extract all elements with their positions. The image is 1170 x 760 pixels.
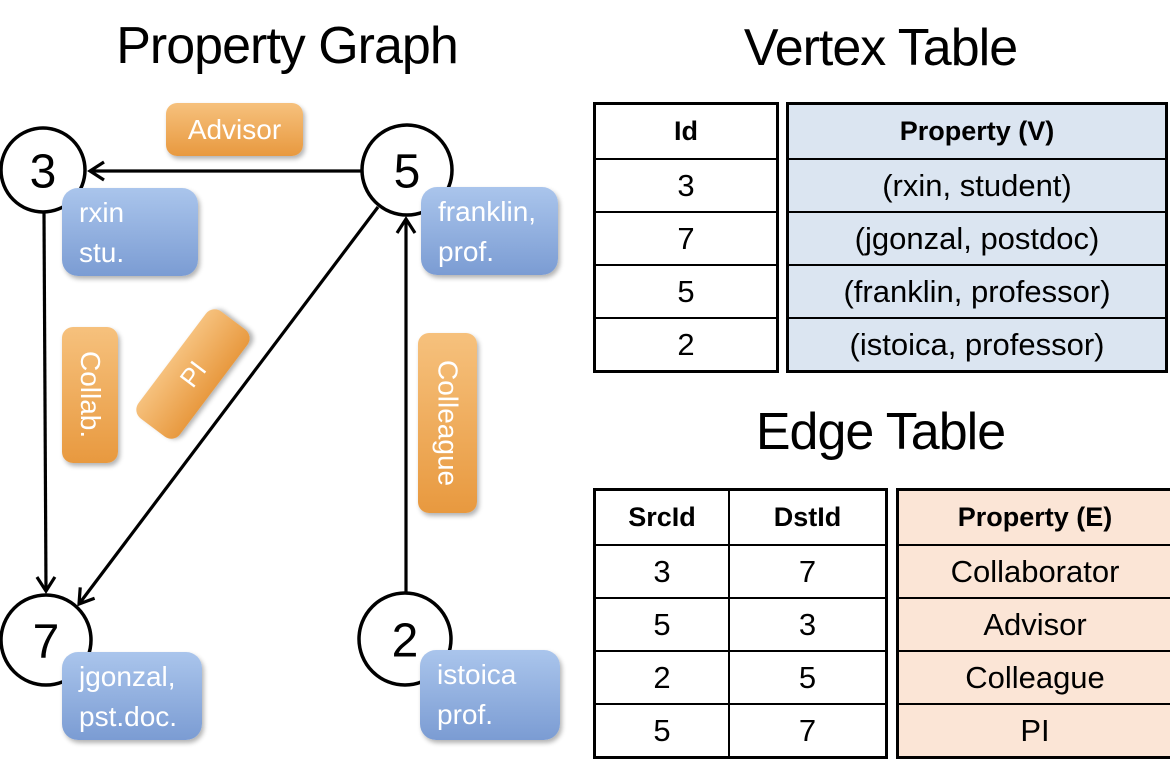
vertex-props-3-line2: stu. [79, 237, 125, 268]
edge-table-header-dstid: DstId [728, 491, 885, 544]
edge-table: SrcId DstId 3 7 5 3 2 5 5 7 Property (E)… [593, 488, 1170, 759]
edge-label-colleague: Colleague [418, 333, 477, 513]
vertex-props-2-line1: istoica [437, 659, 517, 690]
vertex-props-2: istoica prof. [420, 650, 560, 740]
edge-table-header-property: Property (E) [957, 502, 1113, 532]
vertex-prop-cell: (franklin, professor) [789, 264, 1165, 317]
edge-prop-cell: PI [899, 703, 1170, 756]
edge-dst-cell: 7 [728, 544, 885, 597]
vertex-props-3: rxin stu. [62, 188, 198, 276]
vertex-table: Id 3 7 5 2 Property (V) (rxin, student) … [593, 102, 1168, 373]
vertex-table-title: Vertex Table [743, 19, 1018, 77]
vertex-table-header-property: Property (V) [899, 116, 1055, 146]
edge-table-title: Edge Table [755, 403, 1006, 461]
node-label-2: 2 [391, 614, 419, 668]
node-label-3: 3 [29, 145, 57, 199]
vertex-props-5-line2: prof. [438, 236, 495, 267]
vertex-props-7: jgonzal, pst.doc. [62, 652, 202, 740]
vertex-props-3-line1: rxin [79, 197, 125, 228]
edge-table-header-srcid: SrcId [628, 502, 696, 532]
vertex-prop-cell: (istoica, professor) [789, 317, 1165, 370]
vertex-id-cell: 5 [596, 264, 776, 317]
node-label-7: 7 [32, 615, 60, 669]
edge-src-cell: 5 [596, 597, 728, 650]
vertex-table-property-column: Property (V) (rxin, student) (jgonzal, p… [786, 102, 1168, 373]
edge-5-7 [77, 206, 380, 607]
edge-dst-cell: 5 [728, 650, 885, 703]
vertex-props-5: franklin, prof. [421, 187, 558, 275]
vertex-props-5-line1: franklin, [438, 196, 537, 227]
edge-prop-cell: Colleague [899, 650, 1170, 703]
vertex-prop-cell: (jgonzal, postdoc) [789, 211, 1165, 264]
edge-dst-cell: 3 [728, 597, 885, 650]
edge-src-cell: 3 [596, 544, 728, 597]
vertex-props-7-line2: pst.doc. [79, 701, 178, 732]
vertex-props-7-line1: jgonzal, [79, 661, 176, 692]
node-circle-3 [0, 126, 87, 214]
edge-label-advisor: Advisor [166, 103, 303, 156]
edge-table-id-columns: SrcId DstId 3 7 5 3 2 5 5 7 [593, 488, 888, 759]
edge-prop-cell: Advisor [899, 597, 1170, 650]
edge-3-7 [35, 212, 57, 594]
vertex-prop-cell: (rxin, student) [789, 158, 1165, 211]
edge-label-collab: Collab. [62, 327, 118, 463]
vertex-id-cell: 2 [596, 317, 776, 370]
edge-dst-cell: 7 [728, 703, 885, 756]
vertex-table-header-id: Id [674, 116, 698, 146]
property-graph-title: Property Graph [116, 17, 459, 75]
vertex-table-id-column: Id 3 7 5 2 [593, 102, 779, 373]
edge-prop-cell: Collaborator [899, 544, 1170, 597]
vertex-props-2-line2: prof. [437, 699, 494, 730]
node-label-5: 5 [393, 145, 421, 199]
vertex-id-cell: 3 [596, 158, 776, 211]
edge-table-property-column: Property (E) Collaborator Advisor Collea… [896, 488, 1170, 759]
edge-src-cell: 2 [596, 650, 728, 703]
edge-src-cell: 5 [596, 703, 728, 756]
vertex-id-cell: 7 [596, 211, 776, 264]
